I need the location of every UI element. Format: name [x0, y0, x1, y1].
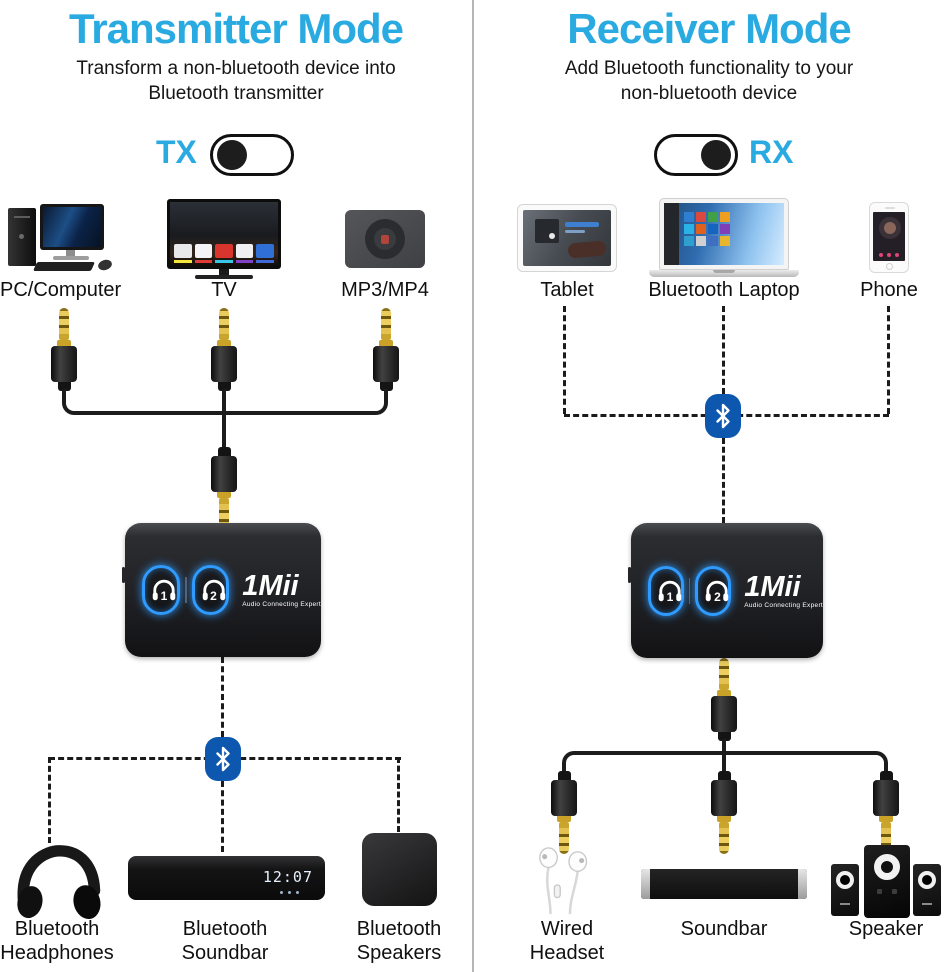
phone-icon	[869, 202, 909, 273]
aux-plug-icon	[211, 447, 237, 530]
receiver-subtitle: Add Bluetooth functionality to your non-…	[564, 58, 854, 104]
bluetooth-link	[887, 306, 890, 414]
column-divider	[472, 0, 474, 972]
bluetooth-link	[722, 306, 725, 394]
brand-logo: 1Mii Audio Connecting Expert	[242, 570, 321, 609]
phone-label: Phone	[860, 279, 918, 301]
aux-jack-icon	[211, 308, 237, 391]
pc-computer-icon	[8, 202, 114, 274]
aux-jack-icon	[51, 308, 77, 391]
bluetooth-speaker-icon	[362, 833, 437, 906]
laptop-icon	[659, 198, 789, 270]
aux-cable	[722, 739, 726, 753]
transmitter-subtitle: Transform a non-bluetooth device into Bl…	[76, 58, 396, 104]
bluetooth-badge-icon	[705, 394, 741, 438]
side-button	[628, 567, 631, 583]
mp3-label: MP3/MP4	[341, 279, 429, 301]
bluetooth-soundbar-label: Bluetooth Soundbar	[181, 918, 269, 964]
soundbar-clock: 12:07	[262, 868, 313, 886]
tx-toggle-switch[interactable]	[210, 134, 294, 176]
wired-headset-icon	[528, 846, 608, 918]
tablet-icon	[517, 204, 617, 272]
laptop-base	[649, 270, 799, 277]
bluetooth-badge-icon	[205, 737, 241, 781]
bluetooth-speakers-label: Bluetooth Speakers	[356, 918, 442, 964]
aux-plug-icon	[711, 658, 737, 741]
bluetooth-headphones-label: Bluetooth Headphones	[0, 918, 114, 964]
brand-logo: 1Mii Audio Connecting Expert	[744, 570, 824, 609]
tablet-label: Tablet	[540, 279, 594, 301]
aux-cable-bus	[562, 751, 888, 773]
headphone-1-icon: 1	[151, 579, 177, 605]
tv-label: TV	[211, 279, 237, 301]
aux-jack-icon	[873, 771, 899, 854]
tx-toggle-knob[interactable]	[217, 140, 247, 170]
rx-label: RX	[749, 134, 794, 170]
transmitter-title: Transmitter Mode	[68, 5, 404, 52]
bluetooth-soundbar-icon: 12:07	[128, 856, 325, 900]
tx-label: TX	[156, 134, 197, 170]
speaker-label: Speaker	[848, 918, 924, 940]
bluetooth-adapter-device: 1 2 1Mii Audio Connecting Expert	[122, 523, 321, 657]
bluetooth-adapter-device: 1 2 1Mii Audio Connecting Expert	[628, 523, 824, 658]
bluetooth-headphones-icon	[10, 841, 105, 929]
side-button	[122, 567, 125, 583]
speaker-set-icon	[831, 845, 941, 918]
adapter-button-1[interactable]: 1	[142, 565, 180, 615]
aux-jack-icon	[373, 308, 399, 391]
pc-computer-label: PC/Computer	[0, 279, 122, 301]
laptop-label: Bluetooth Laptop	[648, 279, 800, 301]
bluetooth-link	[563, 306, 566, 414]
soundbar-icon	[641, 869, 807, 899]
rx-toggle-knob[interactable]	[701, 140, 731, 170]
adapter-button-1[interactable]: 1	[648, 565, 684, 616]
bluetooth-link	[221, 657, 224, 737]
headphone-1-icon: 1	[657, 580, 683, 606]
tv-stand	[219, 269, 229, 275]
receiver-title: Receiver Mode	[567, 5, 851, 52]
headphone-2-icon: 2	[704, 580, 730, 606]
aux-jack-icon	[711, 771, 737, 854]
rx-toggle-switch[interactable]	[654, 134, 738, 176]
headphone-2-icon: 2	[201, 579, 227, 605]
aux-jack-icon	[551, 771, 577, 854]
aux-cable	[722, 755, 726, 773]
soundbar-label: Soundbar	[680, 918, 768, 940]
tv-icon	[167, 199, 281, 269]
bluetooth-link	[722, 438, 725, 523]
wired-headset-label: Wired Headset	[529, 918, 605, 964]
adapter-button-2[interactable]: 2	[191, 565, 230, 615]
bluetooth-link	[397, 757, 400, 832]
mp3-player-icon	[345, 210, 425, 268]
bluetooth-link	[221, 781, 224, 852]
bluetooth-link	[48, 757, 51, 843]
adapter-button-2[interactable]: 2	[695, 565, 732, 616]
aux-cable	[222, 389, 226, 451]
